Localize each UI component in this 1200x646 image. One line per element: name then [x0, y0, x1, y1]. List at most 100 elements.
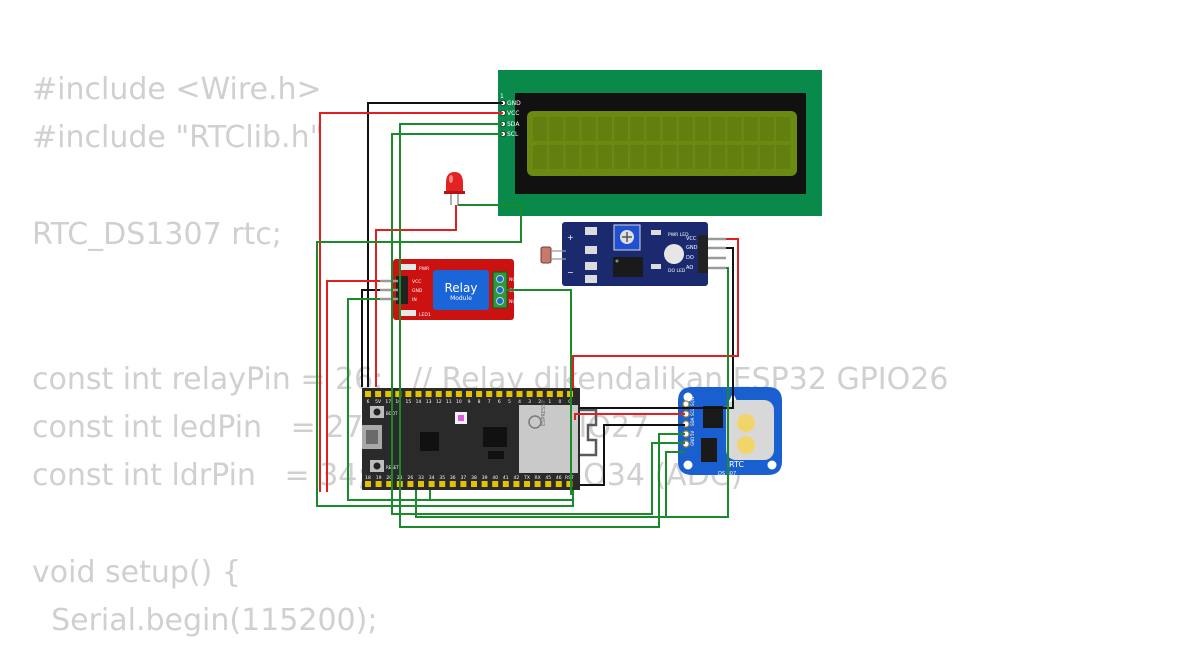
esp32-pin[interactable]	[506, 391, 513, 397]
esp32-pin[interactable]	[375, 391, 382, 397]
lcd-display[interactable]: 1 GND VCC SDA SCL	[498, 70, 822, 216]
wire-lcd-vcc[interactable]	[319, 112, 503, 492]
terminal-screw[interactable]	[496, 286, 504, 294]
lcd-cell	[549, 117, 564, 141]
wire-lcd-scl[interactable]	[391, 133, 685, 515]
wire-ldr-vcc[interactable]	[572, 238, 739, 388]
esp32-pin[interactable]	[439, 481, 446, 487]
esp32-pin[interactable]	[425, 391, 432, 397]
esp32-pin[interactable]	[445, 391, 452, 397]
code-line: void setup() {	[32, 554, 241, 590]
esp32-pin[interactable]	[566, 481, 573, 487]
esp32-pin[interactable]	[481, 481, 488, 487]
usb-bridge-chip	[420, 432, 439, 451]
esp32-pin[interactable]	[405, 391, 412, 397]
reset-button-cap[interactable]	[373, 462, 381, 470]
esp32-pin-label: 34	[429, 475, 435, 481]
wire-relay-gnd[interactable]	[361, 289, 380, 387]
wire-relay-in[interactable]	[347, 298, 573, 501]
terminal-screw[interactable]	[496, 275, 504, 283]
espressif-brand: ESPRESSIF	[541, 399, 547, 426]
battery-contact	[737, 414, 755, 432]
esp32-pin[interactable]	[486, 391, 493, 397]
esp32-pin-label: TX	[523, 475, 530, 481]
rtc-pin[interactable]	[682, 400, 690, 408]
boot-button-cap[interactable]	[373, 408, 381, 416]
code-line: #include <Wire.h>	[32, 72, 322, 107]
esp32-top-pin-row[interactable]	[365, 391, 573, 397]
esp32-pin[interactable]	[407, 481, 414, 487]
esp32-pin[interactable]	[395, 391, 402, 397]
mount-hole	[683, 460, 693, 470]
esp32-pin[interactable]	[502, 481, 509, 487]
esp32-pin-label: 40	[492, 475, 498, 481]
rtc-pin-label: SCL	[690, 408, 695, 416]
ldr-pin-label: VCC	[686, 236, 697, 242]
ldr-plus-label: +	[567, 233, 574, 242]
relay-left-pin-label: LED1	[419, 312, 431, 318]
esp32-pin-label: 0	[558, 399, 561, 405]
wire-rtc-vcc[interactable]	[574, 413, 685, 420]
relay-left-pin-label: VCC	[412, 279, 421, 285]
esp32-pin[interactable]	[555, 481, 562, 487]
esp32-pin[interactable]	[476, 391, 483, 397]
esp32-pin[interactable]	[449, 481, 456, 487]
esp32-pin[interactable]	[534, 481, 541, 487]
esp32-pin[interactable]	[545, 481, 552, 487]
esp32-pin[interactable]	[418, 481, 424, 487]
esp32-pin[interactable]	[375, 481, 382, 487]
lcd-cell	[533, 145, 547, 169]
terminal-screw[interactable]	[496, 297, 504, 305]
esp32-pin[interactable]	[435, 391, 442, 397]
esp32-pin[interactable]	[415, 391, 422, 397]
wire-led-cathode[interactable]	[375, 205, 457, 387]
esp32-pin[interactable]	[513, 481, 520, 487]
relay-header-pins[interactable]	[380, 279, 398, 301]
esp32-pin[interactable]	[471, 481, 477, 487]
wire-rtc-gnd[interactable]	[580, 424, 685, 486]
esp32-pin[interactable]	[365, 481, 371, 487]
wire-ldr-ao[interactable]	[415, 267, 729, 518]
ldr-sensor-module[interactable]: + − PWR LED DO LED VCC GND DO AO	[540, 222, 726, 286]
esp32-pin[interactable]	[365, 391, 371, 397]
esp32-pin[interactable]	[466, 391, 472, 397]
esp32-pin-label: 14	[416, 399, 422, 405]
lcd-cell	[581, 117, 596, 141]
relay-title: Relay	[445, 281, 478, 295]
ldr-header-pins[interactable]	[708, 237, 726, 270]
wire-lcd-sda[interactable]	[399, 123, 685, 528]
esp32-pin[interactable]	[524, 481, 530, 487]
esp32-pin[interactable]	[492, 481, 499, 487]
esp32-pin[interactable]	[455, 391, 462, 397]
esp32-pin-label: 5	[508, 399, 511, 405]
lcd-cell	[630, 117, 645, 141]
esp32-pin-label: 46	[556, 475, 562, 481]
relay-left-pin-label: PWR	[419, 266, 429, 272]
esp32-pin[interactable]	[496, 391, 503, 397]
wire-ldr-gnd[interactable]	[580, 247, 734, 409]
esp32-pin[interactable]	[386, 481, 393, 487]
esp32-pin[interactable]	[526, 391, 533, 397]
lcd-cell	[695, 145, 709, 169]
esp32-pin[interactable]	[546, 391, 553, 397]
wire-relay-vcc[interactable]	[326, 280, 380, 492]
mount-hole	[767, 460, 777, 470]
esp32-pin-label: 2	[538, 399, 541, 405]
relay-module[interactable]: Relay Module NC COM NO PWR VCC GND IN LE…	[380, 259, 520, 320]
wire-rtc-scl[interactable]	[665, 451, 685, 517]
esp32-pin[interactable]	[460, 481, 467, 487]
red-led[interactable]	[444, 172, 465, 206]
esp32-pin[interactable]	[385, 391, 392, 397]
ldr-indicator	[664, 244, 684, 264]
wire-relay-com[interactable]	[507, 289, 572, 495]
esp32-pin[interactable]	[428, 481, 435, 487]
wire-led-anode[interactable]	[316, 204, 574, 507]
esp32-pin-label: 10	[456, 399, 462, 405]
esp32-pin[interactable]	[536, 391, 543, 397]
esp32-pin-label: 9	[468, 399, 471, 405]
esp32-pin[interactable]	[516, 391, 523, 397]
wire-lcd-gnd[interactable]	[367, 102, 503, 387]
esp32-pin[interactable]	[556, 391, 563, 397]
